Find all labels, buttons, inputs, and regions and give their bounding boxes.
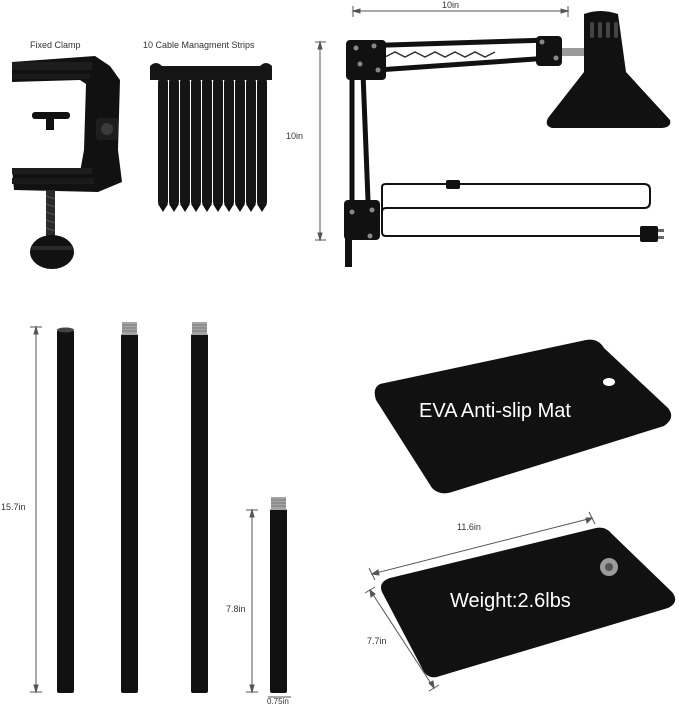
pole-diameter-label: 0.75in <box>267 697 289 706</box>
poles-illustration <box>30 322 291 698</box>
mats-illustration <box>364 339 676 692</box>
base-width-label: 11.6in <box>457 522 481 532</box>
fixed-clamp-label: Fixed Clamp <box>30 40 81 50</box>
clamp-illustration <box>12 56 122 269</box>
mat-bottom-text: Weight:2.6lbs <box>450 590 571 612</box>
mat-top-text: EVA Anti-slip Mat <box>419 400 571 422</box>
arm-width-label: 10in <box>442 0 460 10</box>
cable-strips-illustration <box>150 63 272 212</box>
lamp-arm-illustration <box>315 6 671 267</box>
base-depth-label: 7.7in <box>367 636 387 646</box>
arm-height-label: 10in <box>286 131 304 141</box>
pole-short-label: 7.8in <box>226 604 246 614</box>
cable-strips-label: 10 Cable Managment Strips <box>143 40 255 50</box>
pole-long-label: 15.7in <box>1 502 26 512</box>
